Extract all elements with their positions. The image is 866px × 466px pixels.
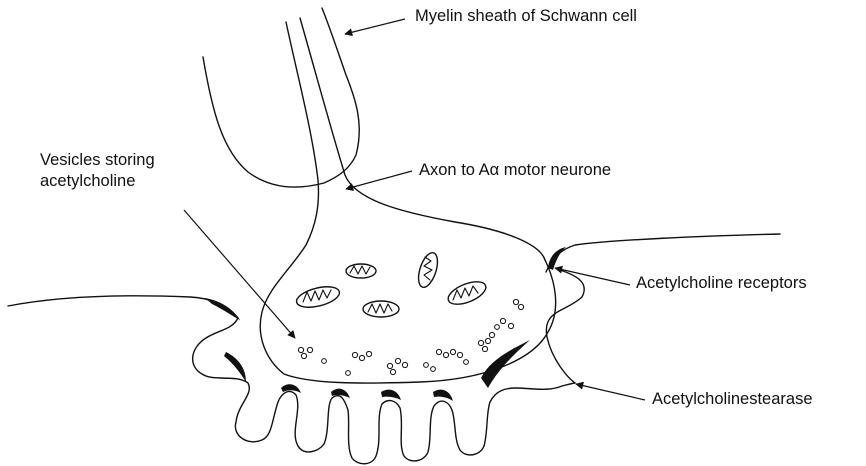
vesicles-leader [184,210,295,338]
mitochondrion-3 [363,301,399,317]
label-vesicles-line1: Vesicles storing [40,150,155,171]
myelin-sheath [203,8,359,187]
synaptic-vesicles [298,299,523,375]
muscle-surface-right [546,234,780,272]
mitochondrion-5 [445,277,489,309]
label-myelin-sheath: Myelin sheath of Schwann cell [415,6,637,27]
label-vesicles-line2: acetylcholine [40,171,135,192]
esterase-leader [576,384,645,400]
mitochondrion-2 [346,264,376,278]
label-acetylcholinesterase: Acetylcholinestearase [652,389,813,410]
mitochondrion-4 [415,250,441,289]
muscle-surface-right-fold [546,270,584,383]
myelin-leader [345,19,405,34]
label-acetylcholine-receptors: Acetylcholine receptors [636,273,807,294]
axon-leader [346,171,412,189]
receptors-leader [555,268,630,285]
mitochondrion-1 [294,283,341,311]
label-axon: Axon to Aα motor neurone [419,160,611,181]
axon-right-contour [300,18,545,260]
muscle-surface-left [8,296,238,318]
